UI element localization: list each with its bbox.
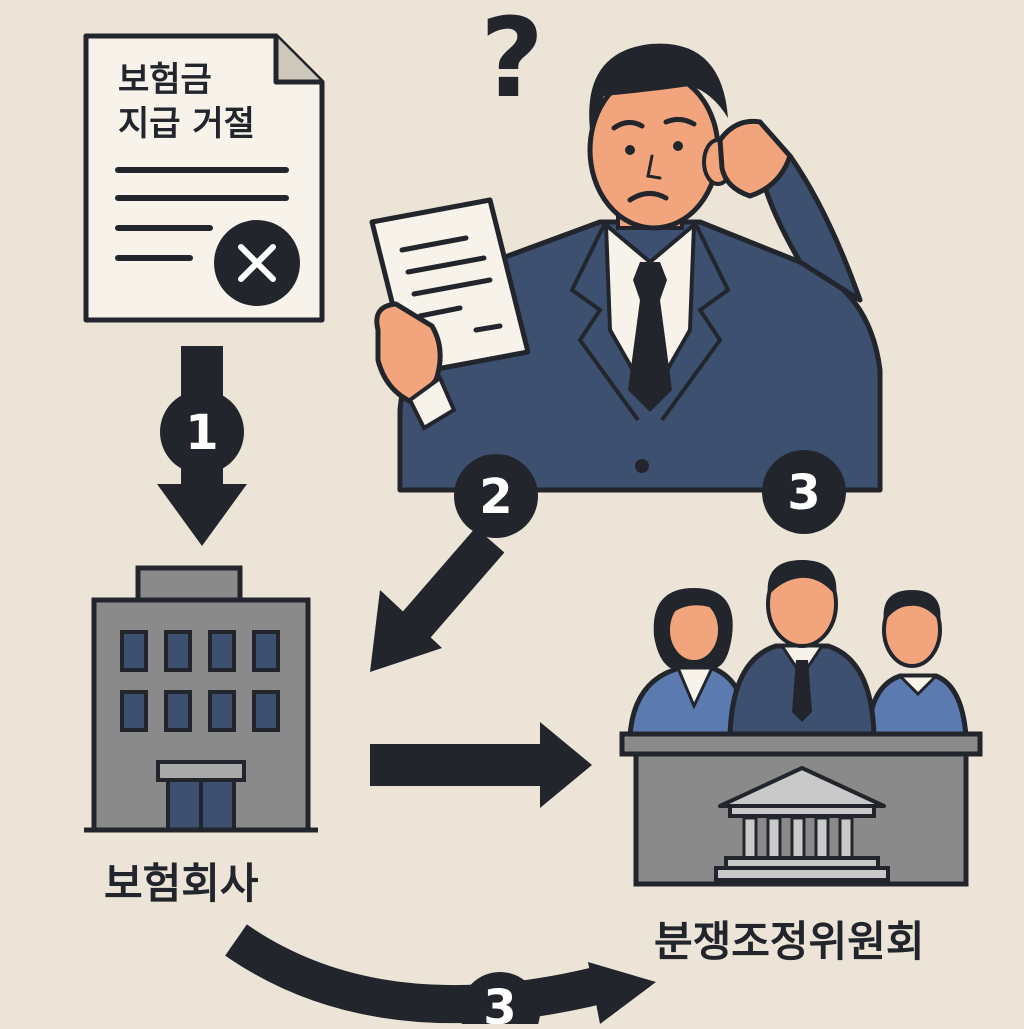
- committee-member-center: [727, 560, 877, 739]
- step-1-badge: [160, 390, 244, 474]
- document-title-line-1: 보험금: [118, 60, 212, 100]
- step-3-curved-arrow: 3: [225, 924, 656, 1029]
- dispute-committee: [619, 560, 983, 887]
- building-window: [120, 690, 148, 732]
- building-window: [208, 630, 236, 672]
- insurance-building: [84, 565, 318, 833]
- building-window: [208, 690, 236, 732]
- step-3-number-bottom: 3: [483, 980, 516, 1024]
- step-3-number-top: 3: [787, 465, 820, 521]
- insurer-label: 보험회사: [104, 859, 259, 908]
- building-window: [252, 630, 280, 672]
- reject-x-icon: [214, 220, 300, 306]
- step-2-number: 2: [479, 469, 512, 525]
- document-title: 보험금 지급 거절: [118, 58, 255, 146]
- hair: [589, 43, 728, 131]
- raised-arm: [759, 153, 863, 303]
- building-window: [164, 630, 192, 672]
- rejection-document: [83, 33, 325, 323]
- building-window: [120, 630, 148, 672]
- holding-hand: [374, 301, 443, 407]
- document-title-line-2: 지급 거절: [118, 104, 255, 144]
- step-3-badge-bottom: [460, 972, 540, 1029]
- committee-member-left: [627, 588, 751, 739]
- step-1-arrow: 1: [157, 346, 247, 546]
- tie: [628, 262, 672, 412]
- question-mark: ?: [480, 0, 544, 122]
- step-2-badge: [454, 454, 538, 538]
- committee-label: 분쟁조정위원회: [654, 917, 925, 966]
- suit-button: [635, 459, 649, 473]
- step-1-number: 1: [185, 405, 218, 461]
- worried-mouth: [627, 191, 669, 203]
- step-3-badge-top: [762, 450, 846, 534]
- confused-man-illustration: 2 3: [369, 43, 883, 538]
- committee-member-right: [865, 590, 969, 739]
- scratching-hand: [717, 118, 793, 199]
- escalation-arrow: [370, 722, 592, 808]
- step-2-arrow: [370, 527, 505, 672]
- building-window: [164, 690, 192, 732]
- building-window: [252, 690, 280, 732]
- courthouse-icon: [714, 766, 890, 882]
